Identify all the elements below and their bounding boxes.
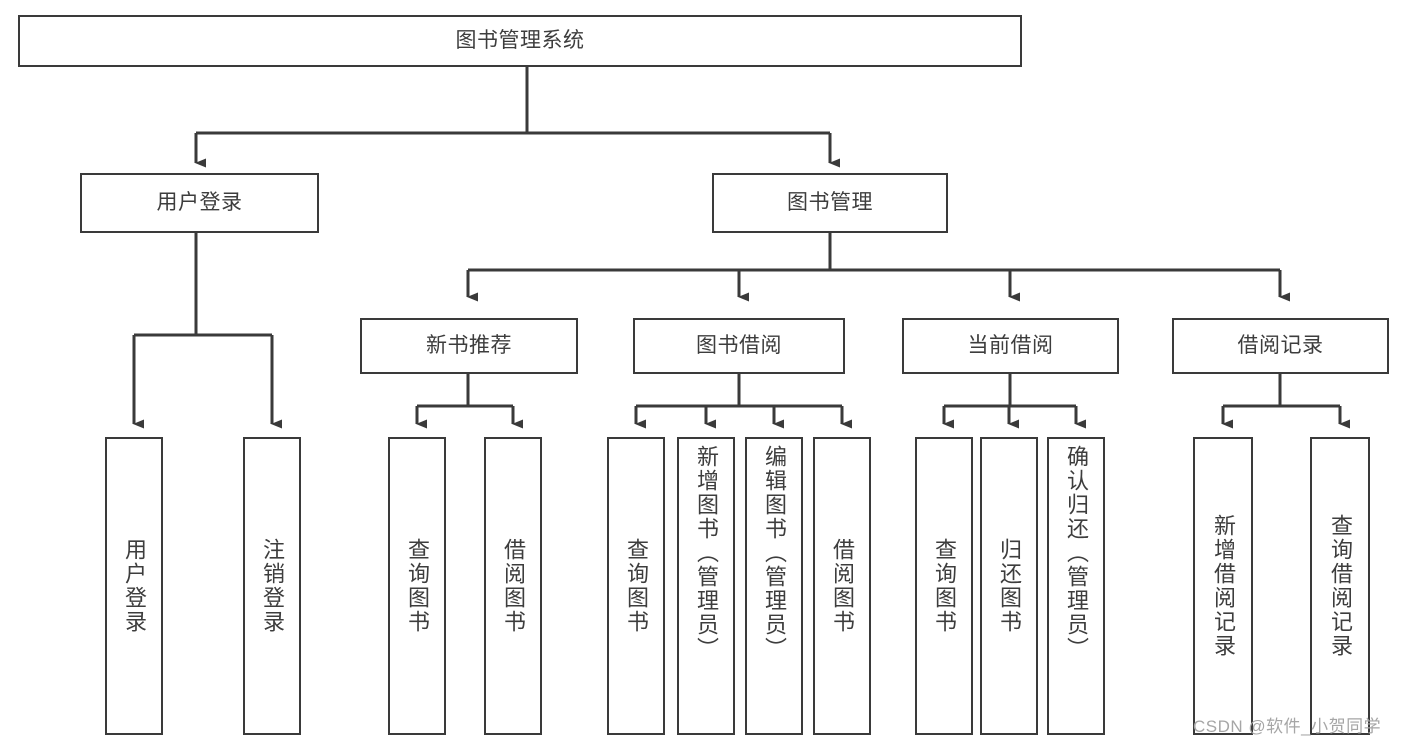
node-leaf-user-login[interactable]: 用户登录 — [105, 437, 163, 735]
node-leaf-query-book-3-label: 查询图书 — [931, 538, 957, 634]
node-current-borrow[interactable]: 当前借阅 — [902, 318, 1119, 374]
node-current-borrow-label: 当前借阅 — [967, 334, 1054, 358]
node-leaf-borrow-book-1-label: 借阅图书 — [500, 538, 526, 634]
node-leaf-confirm-return[interactable]: 确认归还（管理员） — [1047, 437, 1105, 735]
node-leaf-edit-book-label: 编辑图书（管理员） — [761, 445, 787, 661]
node-leaf-edit-book[interactable]: 编辑图书（管理员） — [745, 437, 803, 735]
node-root[interactable]: 图书管理系统 — [18, 15, 1022, 67]
node-leaf-logout-login-label: 注销登录 — [259, 538, 285, 634]
node-leaf-add-record[interactable]: 新增借阅记录 — [1193, 437, 1253, 735]
csdn-watermark: CSDN @软件_小贺同学 — [1193, 717, 1382, 736]
node-leaf-add-book[interactable]: 新增图书（管理员） — [677, 437, 735, 735]
node-new-book-recommend[interactable]: 新书推荐 — [360, 318, 578, 374]
node-leaf-confirm-return-label: 确认归还（管理员） — [1063, 445, 1089, 661]
node-leaf-user-login-label: 用户登录 — [121, 538, 147, 634]
node-book-borrow-label: 图书借阅 — [696, 334, 782, 358]
node-borrow-record[interactable]: 借阅记录 — [1172, 318, 1389, 374]
node-user-login[interactable]: 用户登录 — [80, 173, 319, 233]
node-leaf-query-record-label: 查询借阅记录 — [1327, 514, 1353, 658]
node-leaf-borrow-book-2[interactable]: 借阅图书 — [813, 437, 871, 735]
node-book-borrow[interactable]: 图书借阅 — [633, 318, 845, 374]
node-leaf-logout-login[interactable]: 注销登录 — [243, 437, 301, 735]
node-leaf-query-book-2-label: 查询图书 — [623, 538, 649, 634]
node-leaf-query-book-2[interactable]: 查询图书 — [607, 437, 665, 735]
node-borrow-record-label: 借阅记录 — [1237, 334, 1324, 358]
node-user-login-label: 用户登录 — [156, 191, 243, 215]
node-new-book-recommend-label: 新书推荐 — [426, 334, 512, 358]
node-leaf-add-book-label: 新增图书（管理员） — [693, 445, 719, 661]
node-book-manage[interactable]: 图书管理 — [712, 173, 948, 233]
node-leaf-return-book-label: 归还图书 — [996, 538, 1022, 634]
node-leaf-query-book-3[interactable]: 查询图书 — [915, 437, 973, 735]
node-leaf-query-book-1-label: 查询图书 — [404, 538, 430, 634]
node-leaf-query-record[interactable]: 查询借阅记录 — [1310, 437, 1370, 735]
node-leaf-add-record-label: 新增借阅记录 — [1210, 514, 1236, 658]
node-root-label: 图书管理系统 — [455, 29, 585, 53]
node-leaf-borrow-book-2-label: 借阅图书 — [829, 538, 855, 634]
node-leaf-query-book-1[interactable]: 查询图书 — [388, 437, 446, 735]
node-leaf-return-book[interactable]: 归还图书 — [980, 437, 1038, 735]
node-book-manage-label: 图书管理 — [787, 191, 873, 215]
node-leaf-borrow-book-1[interactable]: 借阅图书 — [484, 437, 542, 735]
